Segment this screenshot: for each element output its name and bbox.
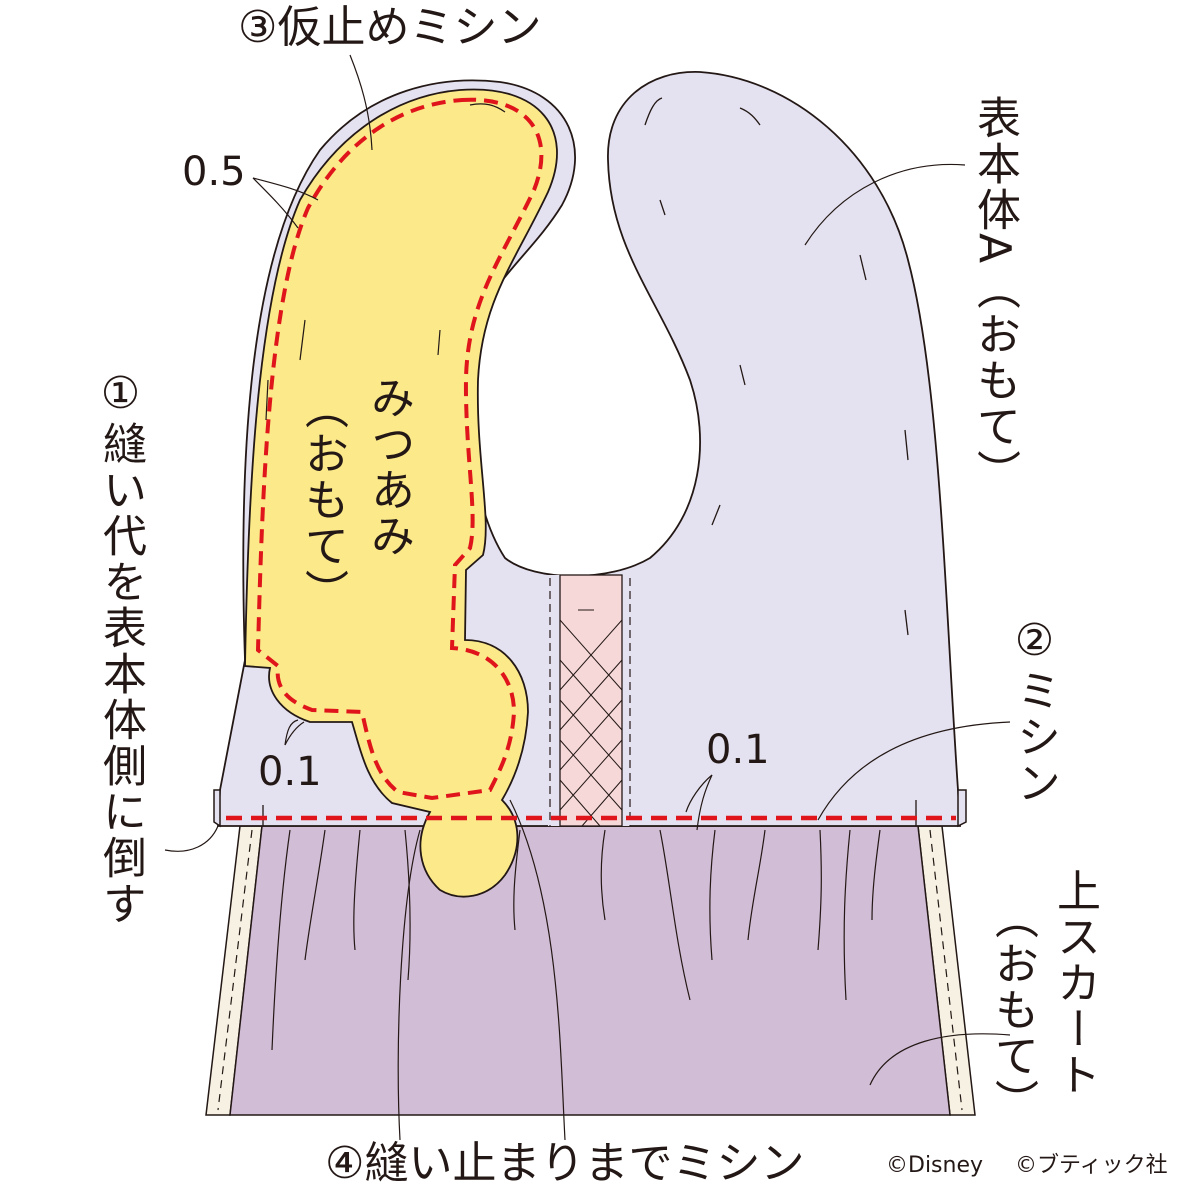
label-seam-01-right: 0.1 [706,727,770,773]
label-upper-skirt-right-side: （おもて） [987,895,1038,1125]
center-panel [548,574,631,827]
copyright-publisher: ©ブティック社 [1015,1153,1168,1178]
label-basting-stitch: ③仮止めミシン [238,2,542,53]
label-stitch-to-stop: ④縫い止まりまでミシン [325,1138,805,1189]
label-braid: みつあみ [363,375,414,559]
braid [244,88,558,898]
label-seam-05: 0.5 [182,149,246,195]
label-front-body: 表本体A（おもて） [969,95,1020,496]
label-machine-stitch: ②ミシン [1009,615,1060,806]
label-braid-right-side: （おもて） [297,385,348,615]
leader-lines [164,54,1011,1141]
label-seam-01-left: 0.1 [258,749,322,795]
label-fold-allowance: ①縫い代を表本体側に倒す [95,368,146,927]
copyright-disney: ©Disney [886,1153,984,1178]
label-upper-skirt: 上スカート [1049,868,1100,1098]
upper-skirt [205,825,976,1116]
